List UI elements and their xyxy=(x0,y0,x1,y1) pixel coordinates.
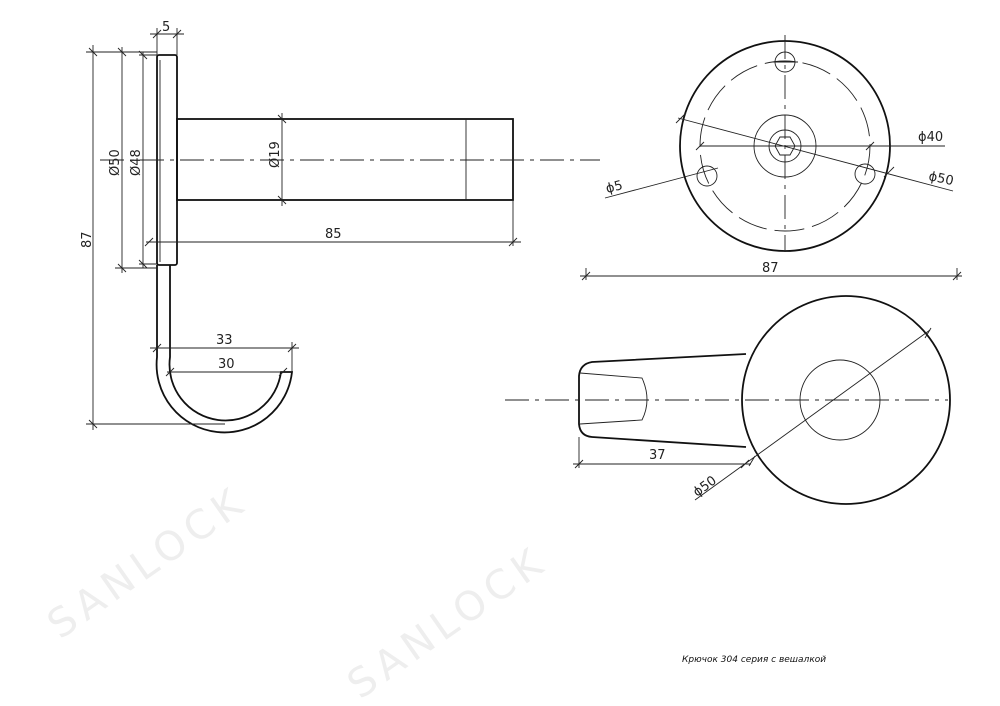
dim-flange-thickness: 5 xyxy=(162,20,170,35)
dim-hook-outer-width: 33 xyxy=(216,333,233,348)
base-outline xyxy=(741,295,951,505)
dim-arm-length: 37 xyxy=(649,448,666,463)
dim-flange-outer-diameter: Ø50 xyxy=(108,149,123,176)
dim-base-diameter: ϕ50 xyxy=(691,473,720,500)
hook xyxy=(155,265,294,434)
tube xyxy=(176,118,514,201)
dim-hole-diameter: ϕ5 xyxy=(604,178,624,197)
dim-tube-length: 85 xyxy=(325,227,342,242)
watermark: SANLOCK xyxy=(339,537,555,706)
watermarks: SANLOCK SANLOCK xyxy=(39,477,555,706)
dim-outer-diameter: ϕ50 xyxy=(927,169,955,189)
dim-overall-width: 87 xyxy=(762,261,779,276)
arm-outline xyxy=(578,353,747,448)
dim-tube-diameter: Ø19 xyxy=(268,141,283,168)
dim-bolt-circle: ϕ40 xyxy=(918,130,943,145)
mounting-hole xyxy=(854,163,876,185)
drawing-caption: Крючок 304 серия с вешалкой xyxy=(682,655,826,665)
front-view: ϕ40 ϕ50 ϕ5 87 xyxy=(580,35,962,281)
top-view: ϕ50 37 xyxy=(505,295,951,505)
side-view: 5 87 Ø50 Ø48 Ø19 85 33 30 xyxy=(80,20,600,434)
dim-overall-height: 87 xyxy=(80,231,95,248)
watermark: SANLOCK xyxy=(39,477,255,648)
dim-flange-inner-diameter: Ø48 xyxy=(129,149,144,176)
mounting-hole xyxy=(696,165,718,187)
dim-hook-inner-width: 30 xyxy=(218,357,235,372)
